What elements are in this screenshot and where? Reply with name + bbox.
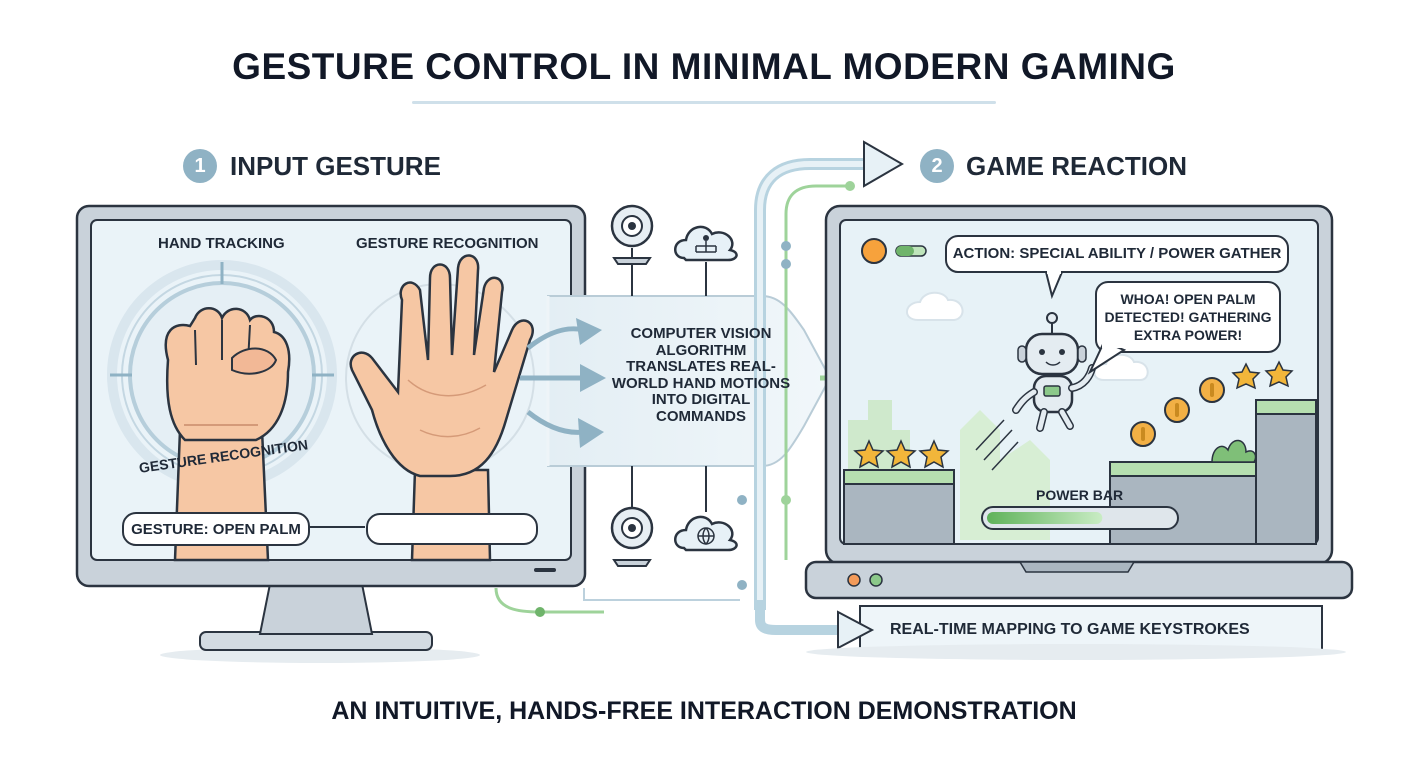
processing-description: COMPUTER VISION ALGORITHM TRANSLATES REA… (611, 325, 791, 425)
input-gesture-heading: INPUT GESTURE (230, 151, 441, 181)
robot-character-icon (1012, 312, 1096, 432)
webcam-icon (610, 204, 654, 296)
gesture-empty-bar (366, 513, 538, 545)
webcam-icon (610, 466, 654, 567)
mapping-label: REAL-TIME MAPPING TO GAME KEYSTROKES (890, 621, 1250, 638)
step-number-2: 2 (920, 149, 954, 183)
gesture-recognition-label: GESTURE RECOGNITION (356, 235, 539, 252)
top-arch-arrow (737, 140, 904, 610)
action-bubble (945, 235, 1289, 300)
speech-bubble (1087, 281, 1281, 375)
gesture-status-text: GESTURE: OPEN PALM (131, 520, 301, 538)
game-reaction-heading: GAME REACTION (966, 151, 1187, 181)
action-label: ACTION: SPECIAL ABILITY / POWER GATHER (952, 245, 1282, 262)
footer-caption: AN INTUITIVE, HANDS-FREE INTERACTION DEM… (331, 697, 1077, 725)
power-bar (981, 506, 1179, 530)
power-bar-fill (987, 512, 1103, 524)
title-underline (412, 101, 996, 104)
speech-text: WHOA! OPEN PALM DETECTED! GATHERING EXTR… (1104, 291, 1272, 343)
power-bar-label: POWER BAR (1036, 487, 1124, 503)
cloud-globe-icon (674, 466, 738, 552)
signal-lines (494, 587, 740, 617)
step-number-1: 1 (183, 149, 217, 183)
page-title: GESTURE CONTROL IN MINIMAL MODERN GAMING (232, 46, 1176, 87)
cloud-network-icon (674, 225, 738, 296)
hand-tracking-label: HAND TRACKING (158, 235, 285, 252)
gesture-status-pill: GESTURE: OPEN PALM (122, 512, 310, 546)
input-arrows (520, 318, 606, 448)
